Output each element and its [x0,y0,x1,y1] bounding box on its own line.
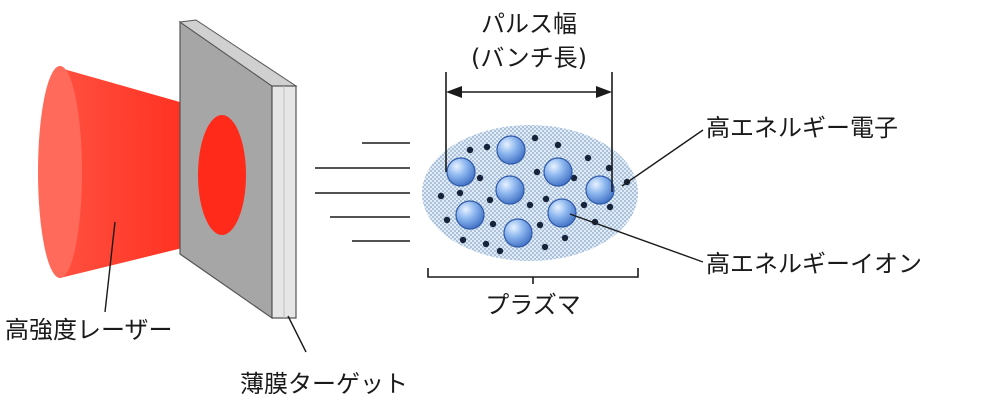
electron-dot-icon [580,201,588,209]
ion-sphere-icon [585,175,615,205]
electron-dot-icon [536,221,544,229]
electron-dot-icon [443,216,451,224]
high-energy-electron-label: 高エネルギー電子 [706,114,898,142]
electron-dot-icon [486,196,494,204]
ion-sphere-icon [496,135,526,165]
electron-dot-icon [605,164,613,172]
ion-sphere-icon [455,200,485,230]
high-energy-ion-label: 高エネルギーイオン [706,250,922,278]
electron-dot-icon [554,141,562,149]
ion-sphere-icon [503,218,533,248]
high-intensity-laser-label: 高強度レーザー [5,316,173,344]
electron-dot-icon [482,240,490,248]
electron-dot-icon [466,146,474,154]
laser-spot-icon [198,115,246,235]
ion-sphere-icon [446,157,476,187]
plasma-label: プラズマ [485,291,581,319]
electron-dot-icon [526,201,534,209]
leader-lines [104,129,704,353]
pulse-width-dimension [445,72,613,192]
electron-dot-icon [561,234,569,242]
electrons [437,134,631,255]
laser-cone-icon [38,66,215,278]
ions [446,135,615,248]
electron-dot-icon [584,154,592,162]
electron-dot-icon [533,168,541,176]
plasma-bracket [427,268,639,284]
electron-dot-icon [542,195,550,203]
electron-dot-icon [606,203,614,211]
ion-sphere-icon [543,157,573,187]
electron-dot-icon [456,189,464,197]
motion-lines [315,142,410,242]
pulse-width-label: パルス幅 [481,10,577,38]
thin-film-target-label: 薄膜ターゲット [240,370,408,398]
electron-dot-icon [459,236,467,244]
ion-sphere-icon [495,175,525,205]
electron-dot-icon [437,192,445,200]
electron-dot-icon [483,143,491,151]
electron-dot-icon [476,174,484,182]
ion-sphere-icon [547,198,577,228]
electron-dot-icon [531,134,539,142]
electron-dot-icon [570,174,578,182]
electron-dot-icon [489,220,497,228]
bunch-length-label: (バンチ長) [471,44,587,72]
electron-dot-icon [541,243,549,251]
electron-dot-icon [496,247,504,255]
